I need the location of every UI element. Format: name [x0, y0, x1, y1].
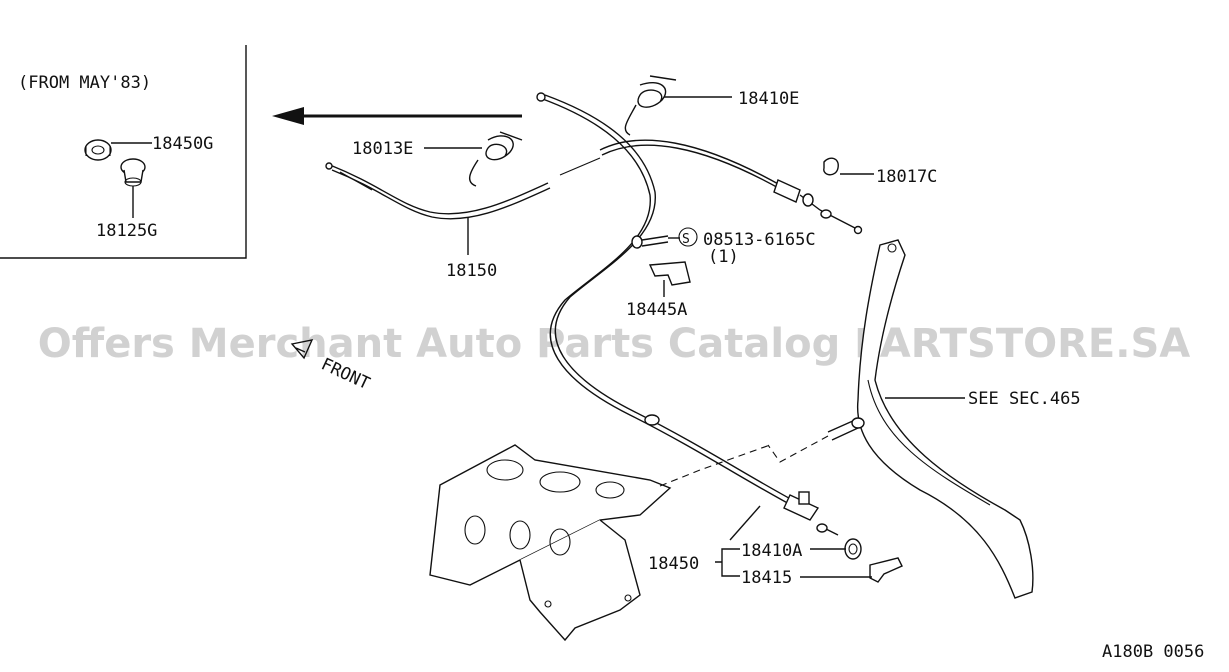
label-18410e: 18410E: [738, 89, 799, 109]
accelerator-cable-18450: [536, 92, 820, 521]
label-18013e: 18013E: [352, 139, 413, 159]
label-18415: 18415: [741, 568, 792, 588]
diagram-code: A180B 0056: [1102, 642, 1204, 662]
cable-branch-upper: [559, 139, 863, 235]
plug-18125g-icon: [120, 158, 146, 187]
direction-arrow-icon: [272, 107, 522, 125]
label-18150: 18150: [446, 261, 497, 281]
watermark: Offers Merchant Auto Parts Catalog PARTS…: [38, 321, 1190, 367]
clip-18013e-icon: [468, 131, 523, 187]
bushing-18410a-icon: [816, 523, 862, 560]
grommet-18450g-icon: [84, 139, 112, 161]
bolt-icon: [631, 235, 669, 249]
label-18125g: 18125G: [96, 221, 157, 241]
front-arrow-icon: [290, 339, 314, 360]
accelerator-pedal-icon: [856, 239, 1034, 599]
inset-caption: (FROM MAY'83): [18, 73, 151, 93]
s-marker-icon: [678, 227, 698, 247]
label-18410a: 18410A: [741, 541, 802, 561]
label-bolt-qty: (1): [708, 247, 739, 267]
firewall-panel-icon: [429, 444, 672, 642]
cable-18150: [325, 162, 551, 220]
washer-18017c-icon: [823, 157, 839, 176]
clip-18410e-icon: [624, 75, 677, 136]
label-18445a: 18445A: [626, 300, 687, 320]
pivot-pin-icon: [827, 417, 865, 441]
label-see-sec: SEE SEC.465: [968, 389, 1081, 409]
bracket-18445a-icon: [648, 261, 691, 286]
label-18017c: 18017C: [876, 167, 937, 187]
bolt-marker: S: [682, 232, 690, 247]
inset-panel: (FROM MAY'83) 18450G 18125G: [0, 45, 247, 259]
label-18450g: 18450G: [152, 134, 213, 154]
label-bolt-code: 08513-6165C: [703, 230, 816, 250]
label-18450: 18450: [648, 554, 699, 574]
stopper-18415-icon: [869, 557, 903, 583]
